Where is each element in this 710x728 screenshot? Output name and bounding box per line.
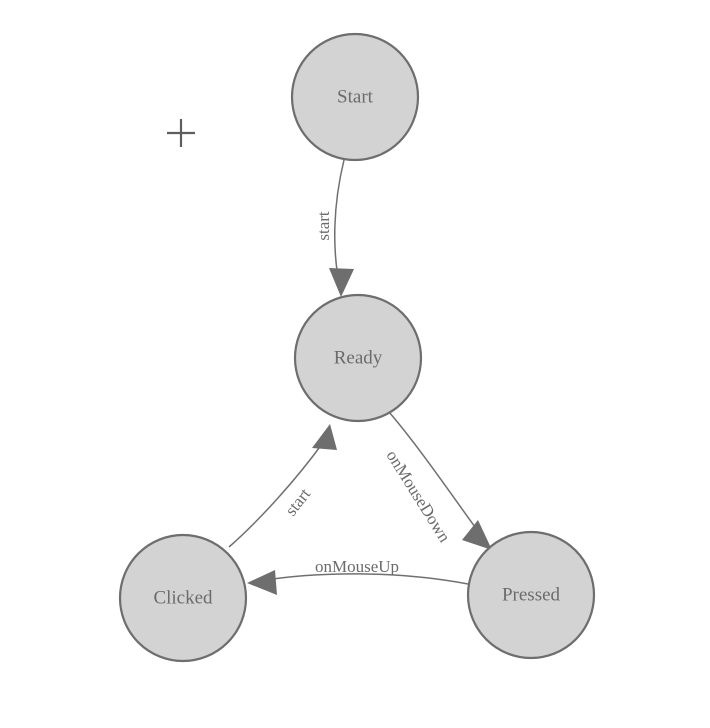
edge-label-ready-to-pressed: onMouseDown	[383, 447, 455, 546]
edge-clicked-to-ready-path	[228, 443, 323, 548]
node-pressed[interactable]: Pressed	[466, 530, 596, 660]
node-start[interactable]: Start	[290, 32, 420, 162]
edge-start-to-ready[interactable]: start	[314, 159, 354, 297]
arrowhead-into-ready-from-start	[329, 268, 354, 297]
node-pressed-label: Pressed	[502, 584, 561, 605]
edge-clicked-to-ready[interactable]: start	[228, 424, 337, 548]
edge-pressed-to-clicked[interactable]: onMouseUp	[247, 557, 469, 595]
arrowhead-into-ready-from-clicked	[312, 424, 337, 450]
edge-label-start-to-ready: start	[314, 211, 333, 241]
plus-marker[interactable]	[167, 119, 195, 147]
node-ready-label: Ready	[334, 347, 383, 368]
node-ready[interactable]: Ready	[293, 293, 423, 423]
edge-pressed-to-clicked-path	[258, 573, 469, 585]
arrowhead-into-clicked	[247, 570, 277, 595]
node-pressed-circle[interactable]	[466, 530, 596, 660]
node-start-circle[interactable]	[290, 32, 420, 162]
node-clicked-circle[interactable]	[118, 533, 248, 663]
edge-ready-to-pressed-path	[388, 411, 484, 539]
arrowhead-into-pressed	[462, 520, 492, 550]
node-clicked[interactable]: Clicked	[118, 533, 248, 663]
edge-label-pressed-to-clicked: onMouseUp	[315, 557, 399, 576]
node-ready-circle[interactable]	[293, 293, 423, 423]
node-start-label: Start	[337, 86, 374, 107]
edge-ready-to-pressed[interactable]: onMouseDown	[383, 411, 492, 550]
node-clicked-label: Clicked	[153, 587, 213, 608]
